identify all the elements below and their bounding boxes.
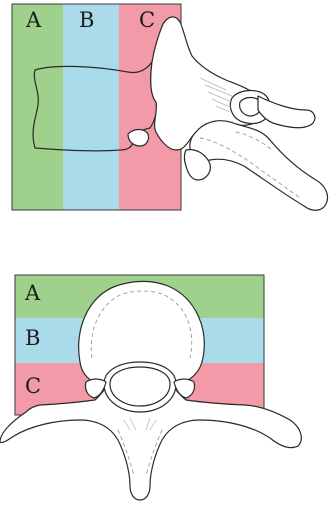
lateral-label-b: B [79,8,94,32]
axial-label-c: C [25,374,41,398]
lateral-label-a: A [25,8,42,32]
axial-label-a: A [24,281,41,305]
lateral-spinous-process [258,96,315,128]
lateral-label-c: C [139,8,155,32]
axial-view: A B C [0,275,301,500]
axial-label-b: B [25,326,40,350]
lateral-zone-b [63,4,119,210]
lateral-view: A B C [12,4,328,210]
axial-canal-outer [104,362,176,412]
